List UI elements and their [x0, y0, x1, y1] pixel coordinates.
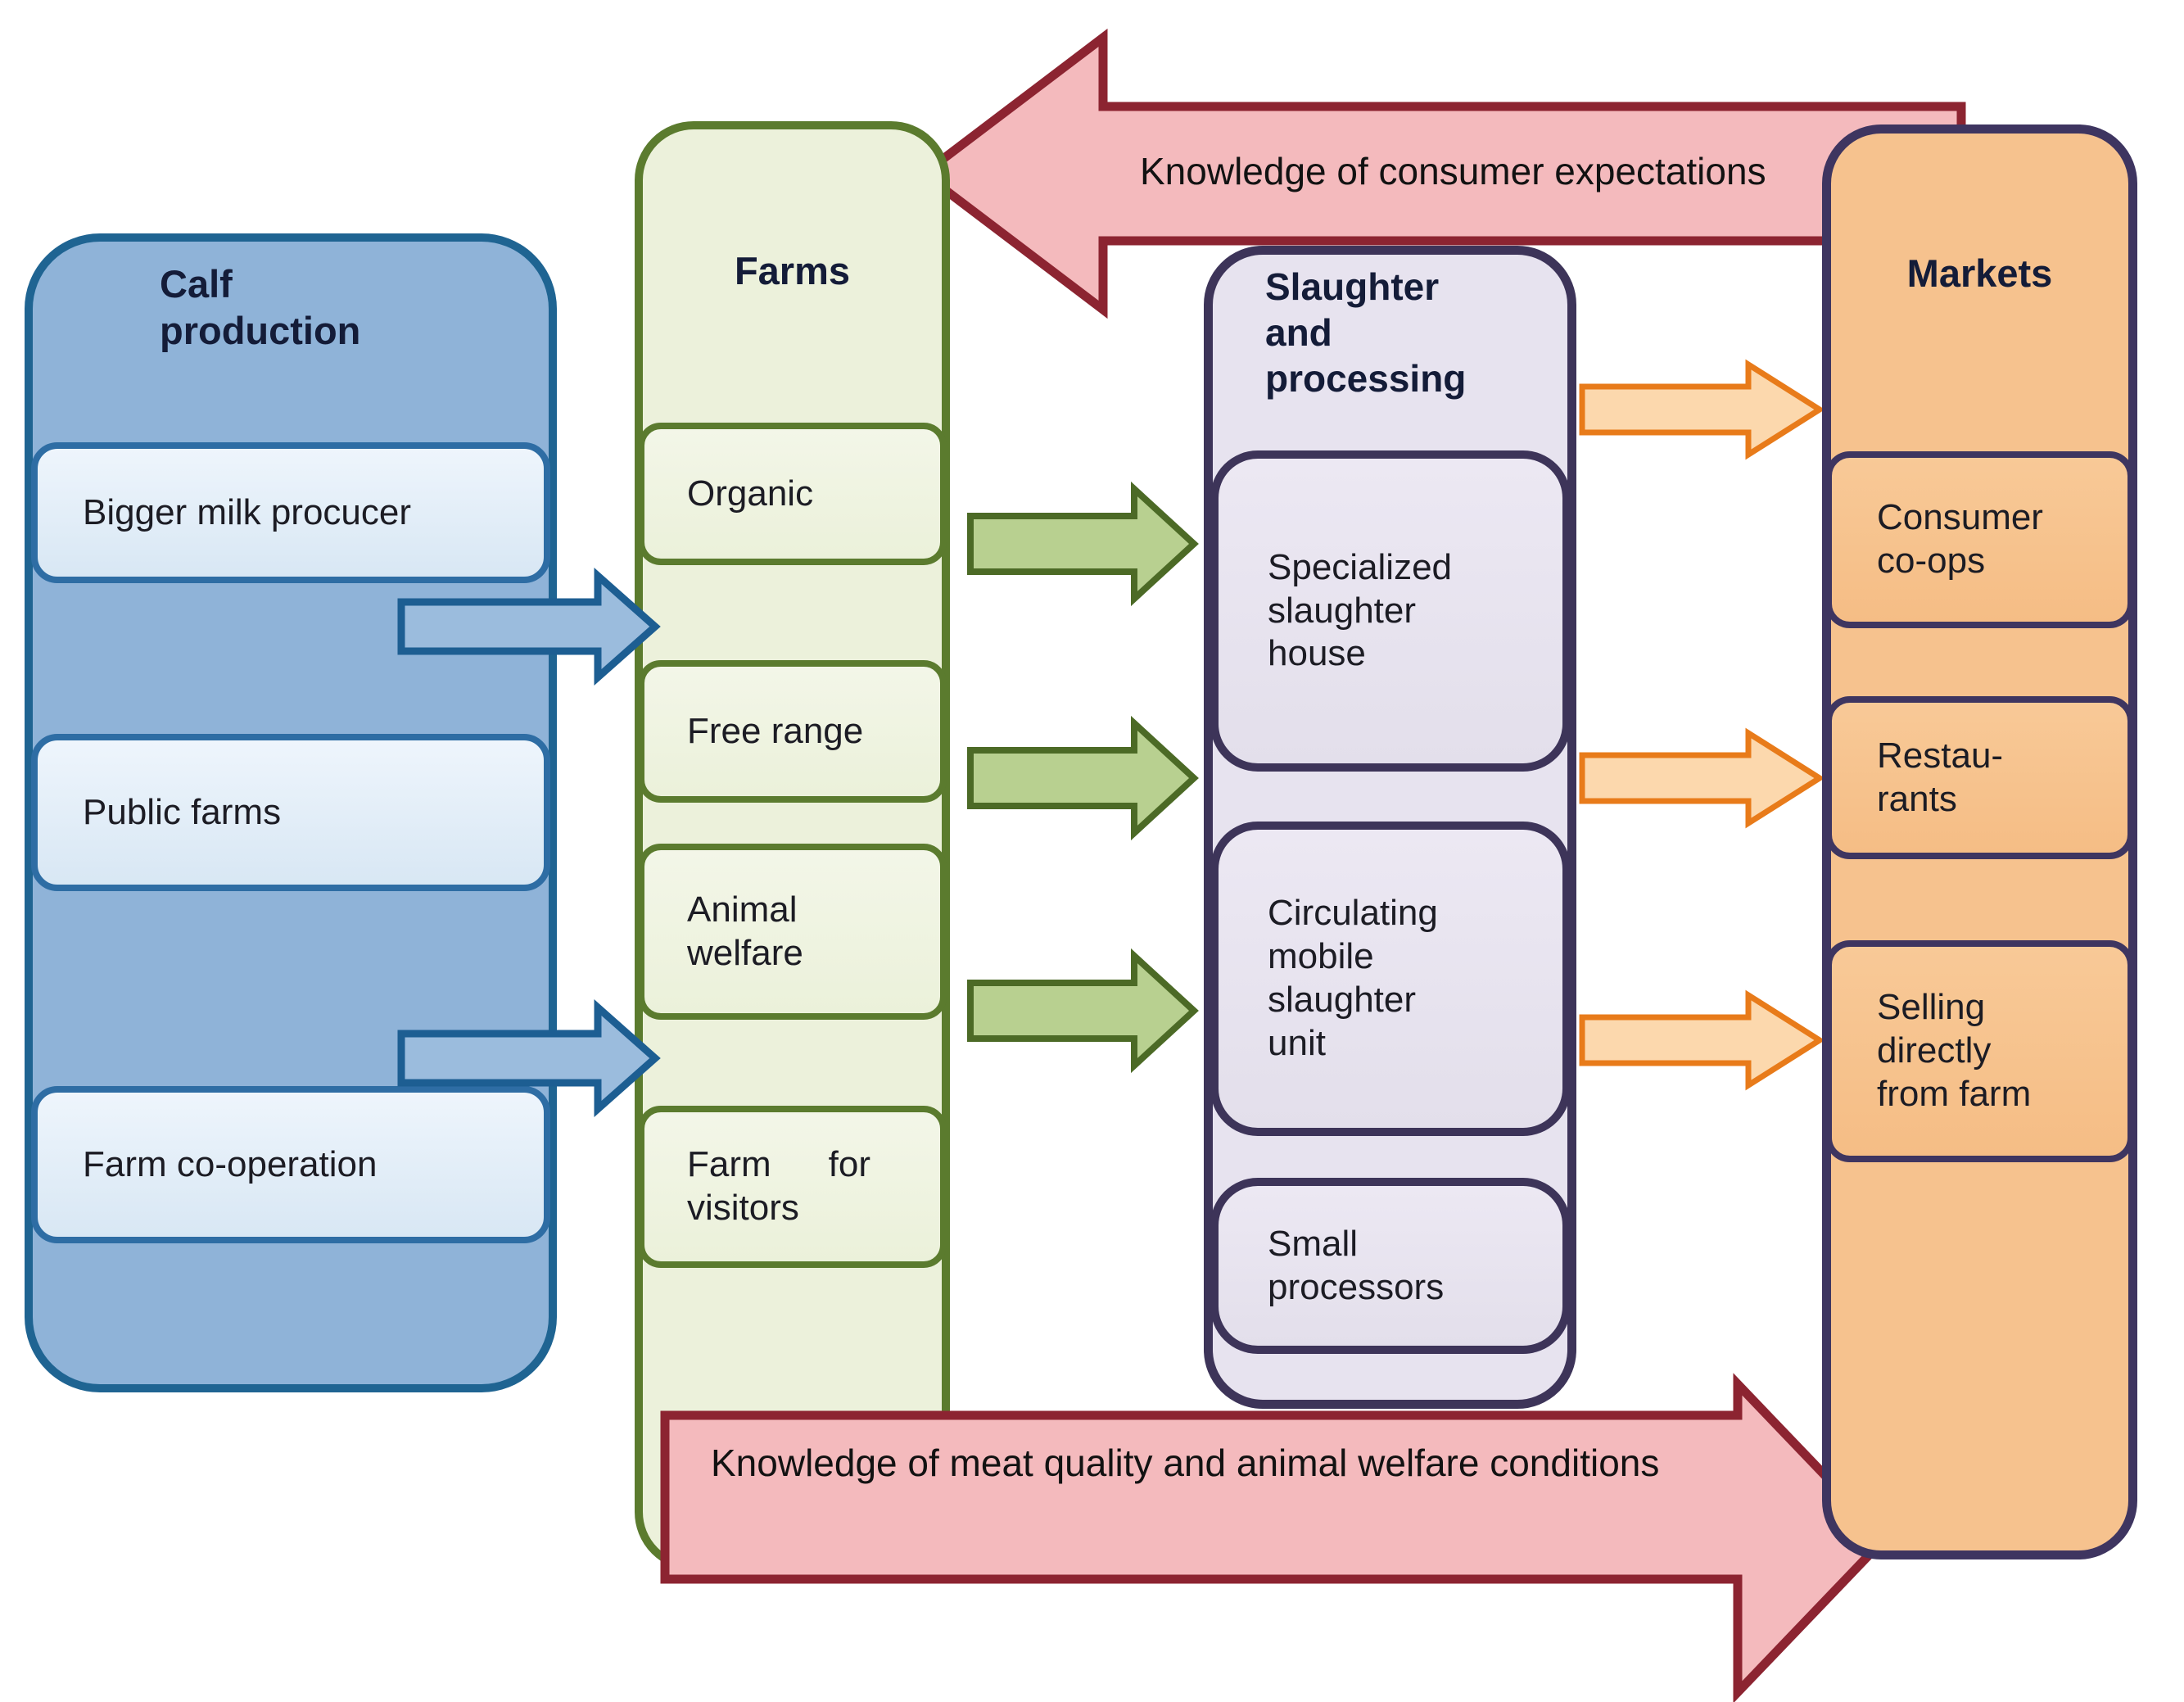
slaughter-item-small-processors: Small processors — [1210, 1178, 1571, 1354]
calf-item-bigger-milk-producer: Bigger milk procucer — [31, 442, 550, 583]
slaughter-to-markets-arrow-3 — [1579, 989, 1825, 1091]
markets-item-selling-directly-from-farm: Selling directly from farm — [1825, 940, 2134, 1162]
farms-title: Farms — [734, 249, 851, 292]
slaughter-processing-title: Slaughter and processing — [1265, 265, 1467, 401]
farms-item-free-range: Free range — [638, 660, 947, 803]
slaughter-item-circulating-mobile-unit: Circulating mobile slaughter unit — [1210, 822, 1571, 1136]
calf-item-public-farms: Public farms — [31, 734, 550, 891]
knowledge-meat-quality-label: Knowledge of meat quality and animal wel… — [711, 1442, 1660, 1484]
markets-item-restaurants: Restau- rants — [1825, 696, 2134, 859]
farms-to-slaughter-arrow-1 — [967, 481, 1199, 607]
slaughter-to-markets-arrow-2 — [1579, 727, 1825, 829]
farms-to-slaughter-arrow-2 — [967, 715, 1199, 841]
markets-title: Markets — [1906, 251, 2053, 295]
markets-item-consumer-co-ops: Consumer co-ops — [1825, 451, 2134, 628]
slaughter-to-markets-arrow-1 — [1579, 359, 1825, 460]
calf-production-title: Calf production — [160, 262, 361, 353]
slaughter-item-specialized-slaughter-house: Specialized slaughter house — [1210, 450, 1571, 772]
knowledge-consumer-expectations-label: Knowledge of consumer expectations — [1140, 150, 1766, 192]
farms-item-animal-welfare: Animal welfare — [638, 844, 947, 1020]
calf-item-farm-co-operation: Farm co-operation — [31, 1086, 550, 1243]
farms-item-organic: Organic — [638, 423, 947, 565]
farms-item-farm-for-visitors: Farm for visitors — [638, 1106, 947, 1268]
farms-to-slaughter-arrow-3 — [967, 948, 1199, 1074]
